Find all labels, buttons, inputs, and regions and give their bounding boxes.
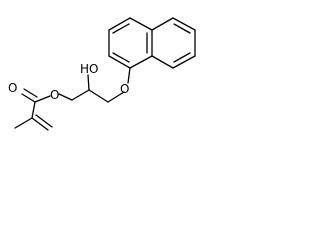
- bond-alpha-methyl: [14, 117, 33, 129]
- bond-ring-o-ether: [127, 67, 131, 84]
- ester-oxygen-label: O: [50, 88, 59, 102]
- bond-oester-carbonyl-c: [34, 95, 51, 103]
- naphthalene-ring-left: [108, 17, 153, 69]
- bond-carbonyl-double-1: [21, 93, 36, 103]
- bond-carbonyl-double-2: [23, 88, 38, 98]
- bond-alpha-ch2-double-1: [31, 117, 49, 131]
- bond-oether-ch2: [107, 91, 125, 103]
- molecule-canvas: O O HO O: [8, 17, 196, 131]
- hydroxyl-label: HO: [80, 62, 98, 76]
- bond-alpha-ch2-double-2: [35, 114, 53, 128]
- bond-choh-oh: [87, 74, 90, 91]
- bond-carbonyl-alpha: [31, 101, 36, 119]
- naphthalene-ring-right: [151, 17, 196, 69]
- bond-ch2-choh: [88, 89, 109, 103]
- side-chain: [14, 67, 131, 131]
- carbonyl-oxygen-label: O: [8, 81, 17, 95]
- ether-oxygen-label: O: [120, 82, 129, 96]
- bond-choh-ch2: [71, 89, 90, 101]
- bond-ch2-oester: [58, 93, 73, 101]
